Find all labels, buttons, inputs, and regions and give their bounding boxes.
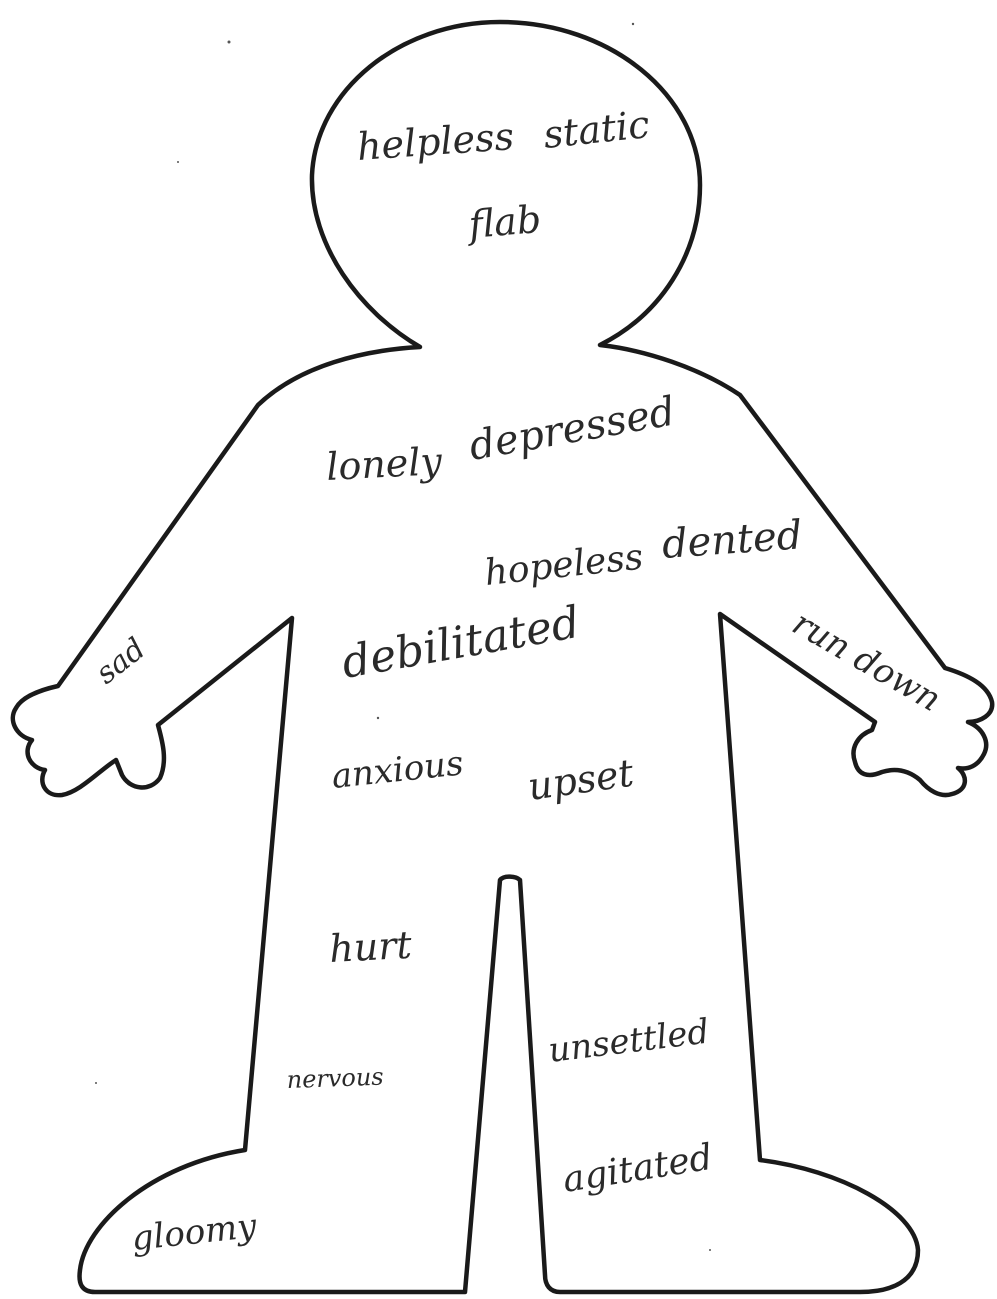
speck [177,161,179,163]
word-hurt: hurt [328,923,413,971]
speck [632,23,634,25]
word-dented: dented [660,512,803,568]
word-lonely: lonely [325,439,443,489]
speck [709,1249,711,1251]
speck [95,1082,97,1084]
word-flab: flab [464,197,543,247]
word-nervous: nervous [286,1063,384,1094]
speck [228,41,231,44]
speck [377,717,379,719]
